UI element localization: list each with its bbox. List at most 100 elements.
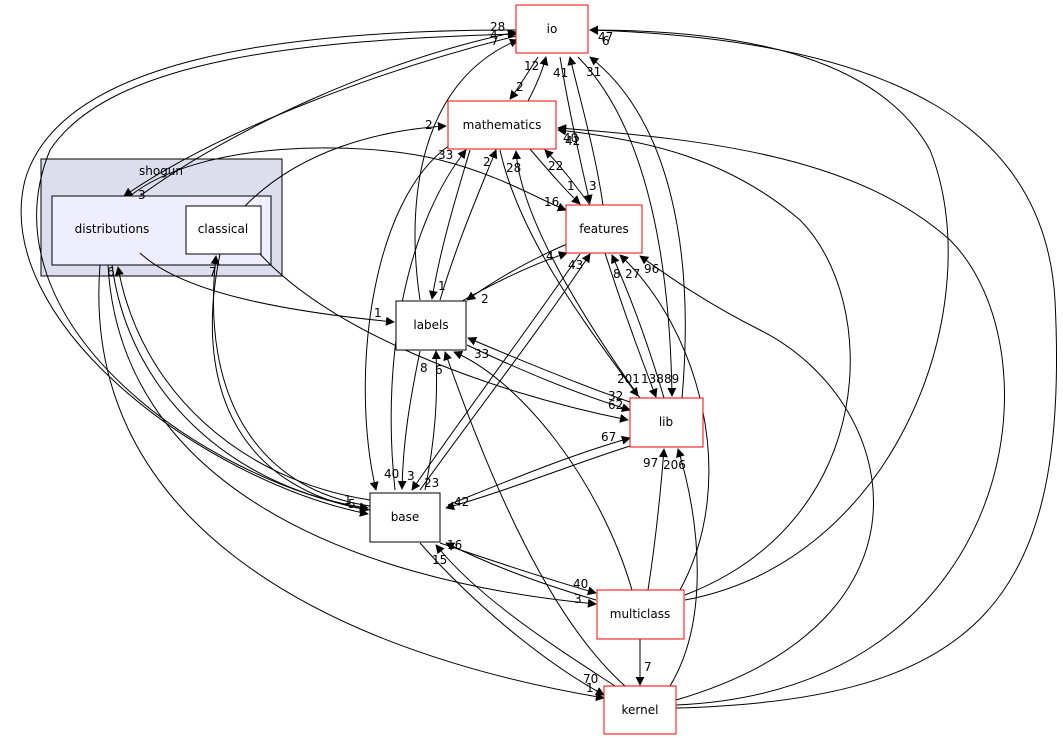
edge-label: 15	[432, 553, 447, 567]
edge-label: 7	[209, 265, 217, 279]
edge-label: 6	[435, 363, 443, 377]
nodes: io mathematics features labels lib base …	[369, 4, 704, 735]
edge-label: 1	[586, 681, 594, 695]
node-lib-label: lib	[659, 415, 673, 429]
edge-label: 2	[481, 292, 489, 306]
node-base-label: base	[391, 510, 420, 524]
edge-label: 62	[608, 398, 623, 412]
edge-label: 33	[474, 347, 489, 361]
edge-label: 28	[490, 20, 505, 34]
edges	[20, 25, 1058, 709]
edge-io-distributions	[123, 35, 517, 197]
edge-label: 3	[574, 592, 582, 606]
edge-kernel-io	[589, 25, 1058, 709]
edge-label: 1	[438, 279, 446, 293]
edge-base-mathematics	[390, 149, 467, 491]
edge-label: 28	[506, 161, 521, 175]
edge-label: 27	[625, 267, 640, 281]
edge-label: 43	[568, 258, 583, 272]
edge-lib-mathematics	[512, 150, 641, 399]
edge-label: 2	[425, 118, 433, 132]
node-labels[interactable]	[395, 300, 467, 351]
edge-lib-labels	[467, 337, 631, 403]
edge-io-lib	[577, 56, 677, 397]
edge-distributions-labels	[139, 252, 395, 326]
edge-label: 1	[344, 493, 352, 507]
edge-mathematics-labels	[428, 149, 471, 300]
edge-distributions-multiclass	[107, 264, 597, 608]
node-io[interactable]	[515, 4, 589, 54]
edge-label: 3	[138, 188, 146, 202]
edge-label: 33	[438, 148, 453, 162]
edge-distributions-kernel	[98, 264, 605, 702]
edge-labels: 28 4 7 47 6 12 2 41 31 2 33 2 28 42 40 2…	[107, 20, 686, 695]
node-mathematics[interactable]	[447, 100, 557, 150]
edge-base-kernel	[419, 542, 605, 696]
edge-labels-lib	[466, 344, 631, 412]
node-kernel[interactable]	[603, 685, 677, 735]
edge-label: 40	[573, 577, 588, 591]
edge-label: 6	[602, 34, 610, 48]
edge-label: 201	[617, 372, 640, 386]
edge-label: 6	[107, 265, 115, 279]
edge-features-io	[567, 56, 604, 206]
edge-features-base	[411, 253, 581, 491]
edge-label: 97	[643, 456, 658, 470]
edge-label: 2	[483, 155, 491, 169]
edge-label: 31	[586, 65, 601, 79]
edge-label: 206	[663, 458, 686, 472]
node-kernel-label: kernel	[622, 703, 659, 717]
edge-label: 2	[516, 80, 524, 94]
edge-label: 7	[491, 34, 499, 48]
edge-label: 40	[563, 131, 578, 145]
edge-features-labels	[466, 243, 568, 301]
edge-label: 22	[548, 159, 563, 173]
edge-label: 5	[348, 497, 356, 511]
edge-label: 96	[644, 262, 659, 276]
edge-lib-features	[611, 254, 665, 399]
edge-distributions-features	[129, 147, 567, 212]
edge-label: 70	[583, 672, 598, 686]
node-multiclass[interactable]	[596, 589, 685, 640]
edge-base-labels	[424, 350, 441, 491]
edge-features-mathematics	[544, 149, 591, 206]
cluster-shogun: shogun distributions classical	[40, 158, 283, 277]
edge-label: 3	[589, 179, 597, 193]
edge-mathematics-io	[527, 56, 549, 102]
edge-label: 8	[613, 267, 621, 281]
edge-lib-base	[445, 445, 631, 511]
edge-label: 89	[664, 372, 679, 386]
edge-multiclass-io	[589, 25, 949, 601]
edge-base-distributions	[115, 266, 371, 501]
edge-labels-mathematics	[439, 149, 498, 301]
edge-label: 1	[374, 306, 382, 320]
edge-mathematics-base	[364, 144, 451, 491]
edge-label: 16	[447, 538, 462, 552]
edge-label: 3	[407, 469, 415, 483]
edge-features-lib	[604, 252, 658, 398]
edge-io-base	[20, 29, 517, 517]
edge-kernel-labels	[443, 351, 626, 687]
edge-classical-base	[211, 253, 369, 514]
node-labels-label: labels	[413, 318, 448, 332]
edge-multiclass-labels	[453, 351, 633, 591]
node-features[interactable]	[565, 204, 643, 254]
edge-label: 4	[490, 28, 498, 42]
node-multiclass-label: multiclass	[610, 607, 670, 621]
node-io-label: io	[547, 22, 558, 36]
edge-label: 41	[553, 66, 568, 80]
distributions-label: distributions	[75, 222, 150, 236]
edge-label: 7	[644, 660, 652, 674]
edge-kernel-features	[639, 255, 874, 701]
node-lib[interactable]	[629, 397, 704, 448]
node-base[interactable]	[369, 492, 441, 543]
edge-kernel-mathematics	[557, 124, 1005, 706]
node-classical[interactable]	[185, 205, 262, 255]
edge-label: 40	[384, 467, 399, 481]
edge-classical-lib	[259, 253, 629, 423]
edge-labels-io	[414, 38, 519, 301]
edge-label: 4	[546, 249, 554, 263]
edge-label: 23	[424, 476, 439, 490]
edge-label: 16	[544, 195, 559, 209]
